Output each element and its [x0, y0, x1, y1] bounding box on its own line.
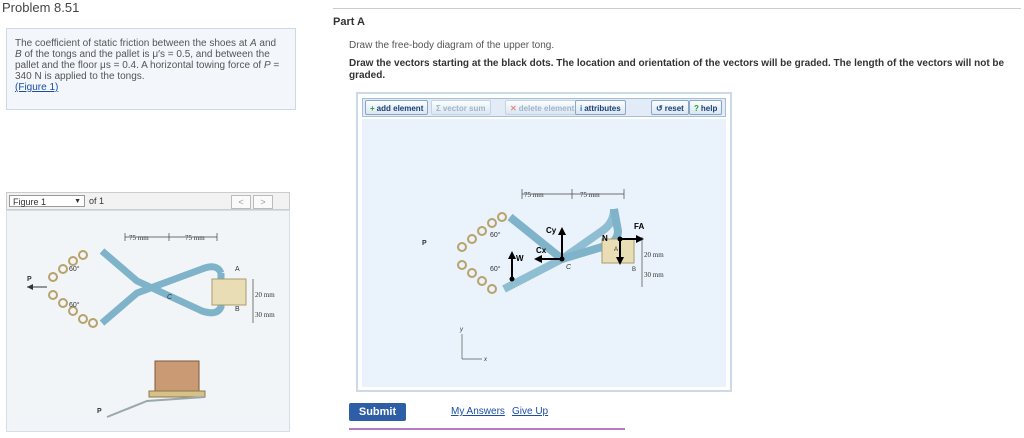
lower-tong — [502, 208, 618, 293]
vector-label-n: N — [602, 234, 608, 243]
x-axis-label: x — [483, 357, 488, 363]
force-p-label: P — [422, 240, 427, 247]
vector-label-cx: Cx — [536, 246, 547, 255]
fbd-canvas[interactable]: 75 mm 75 mm 20 mm 30 mm — [362, 119, 726, 387]
figure-select[interactable]: Figure 1 ▼ — [9, 195, 85, 207]
angle-label: 60° — [69, 265, 80, 273]
sum-icon: Σ — [436, 104, 441, 113]
dimension-label: 30 mm — [255, 311, 275, 319]
dimension-label: 75 mm — [185, 234, 205, 242]
info-icon: i — [580, 104, 583, 113]
statement-text-3: pallet and the floor μs = 0.4. A horizon… — [15, 60, 264, 71]
upper-tong — [99, 248, 225, 317]
chain-links — [457, 212, 507, 294]
figure-select-value: Figure 1 — [13, 197, 47, 207]
delete-element-button[interactable]: ✕delete element — [505, 100, 580, 115]
problem-statement: The coefficient of static friction betwe… — [6, 28, 296, 110]
dimension-label: 30 mm — [644, 271, 664, 279]
point-b-label: B — [235, 306, 240, 313]
plus-icon: + — [370, 104, 375, 113]
figure-count: of 1 — [89, 196, 105, 206]
point-c-label: C — [167, 294, 173, 301]
prev-figure-button[interactable]: < — [231, 195, 251, 209]
vector-label-fa: FA — [634, 222, 644, 231]
statement-point-b: B — [15, 49, 22, 60]
force-p-label: P — [27, 276, 32, 283]
statement-text-2: of the tongs and the pallet is μ′s = 0.5… — [21, 49, 270, 60]
part-divider — [333, 8, 1021, 9]
my-answers-link[interactable]: My Answers — [451, 406, 505, 417]
vector-label-w: W — [516, 254, 524, 263]
angle-label: 60° — [69, 301, 80, 309]
instruction-text: Draw the free-body diagram of the upper … — [349, 40, 555, 51]
part-title: Part A — [333, 16, 365, 28]
arrowhead — [534, 255, 542, 263]
tongs-figure: 75 mm 75 mm 20 mm 30 mm 60° 60° P A B — [27, 233, 275, 418]
dimension-label: 20 mm — [255, 291, 275, 299]
add-element-button[interactable]: +add element — [365, 100, 429, 115]
arrowhead — [558, 227, 566, 235]
arrowhead — [616, 257, 624, 265]
angle-label: 60° — [490, 265, 501, 273]
next-figure-button[interactable]: > — [253, 195, 273, 209]
feedback-bar — [349, 428, 625, 432]
arrowhead — [636, 235, 644, 243]
force-p-label: P — [97, 408, 102, 415]
x-icon: ✕ — [510, 104, 517, 113]
point-a-label: A — [235, 266, 240, 273]
point-c-label: C — [566, 264, 572, 271]
angle-label: 60° — [490, 231, 501, 239]
submit-button[interactable]: Submit — [349, 403, 406, 421]
lower-tong — [99, 263, 225, 326]
statement-text-4: 340 N is applied to the tongs. — [15, 71, 145, 82]
statement-text-1: The coefficient of static friction betwe… — [15, 38, 250, 49]
dimension-label: 75 mm — [129, 234, 149, 242]
figure-image: 75 mm 75 mm 20 mm 30 mm 60° 60° P A B — [6, 210, 290, 432]
y-axis-label: y — [459, 327, 464, 333]
chevron-down-icon: ▼ — [74, 198, 81, 205]
point-a-label: A — [614, 247, 618, 253]
arrowhead — [27, 284, 33, 290]
give-up-link[interactable]: Give Up — [512, 406, 549, 417]
figure-toolbar: Figure 1 ▼ of 1 < > — [6, 192, 290, 210]
point-b-label: B — [632, 267, 636, 273]
instruction-bold-text: Draw the vectors starting at the black d… — [349, 58, 1005, 81]
statement-text-and: and — [256, 38, 277, 49]
problem-title: Problem 8.51 — [2, 0, 80, 15]
statement-force-p: P — [263, 60, 271, 71]
dimension-label: 75 mm — [524, 191, 544, 199]
help-button[interactable]: ?help — [689, 100, 723, 115]
reset-button[interactable]: ↺reset — [651, 100, 689, 115]
chain-links — [48, 250, 98, 328]
statement-text-eq: = — [270, 60, 280, 71]
dimension-label: 75 mm — [580, 191, 600, 199]
help-icon: ? — [694, 104, 699, 113]
pallet — [211, 278, 247, 306]
refresh-icon: ↺ — [656, 104, 663, 113]
figure-link[interactable]: (Figure 1) — [15, 82, 59, 93]
box-sketch — [154, 360, 200, 392]
arrowhead — [508, 251, 516, 259]
dimension-label: 20 mm — [644, 251, 664, 259]
vector-label-cy: Cy — [546, 226, 557, 235]
fbd-diagram: 75 mm 75 mm 20 mm 30 mm — [422, 189, 664, 363]
pallet-sketch — [148, 390, 206, 398]
statement-point-a: A — [249, 38, 257, 49]
